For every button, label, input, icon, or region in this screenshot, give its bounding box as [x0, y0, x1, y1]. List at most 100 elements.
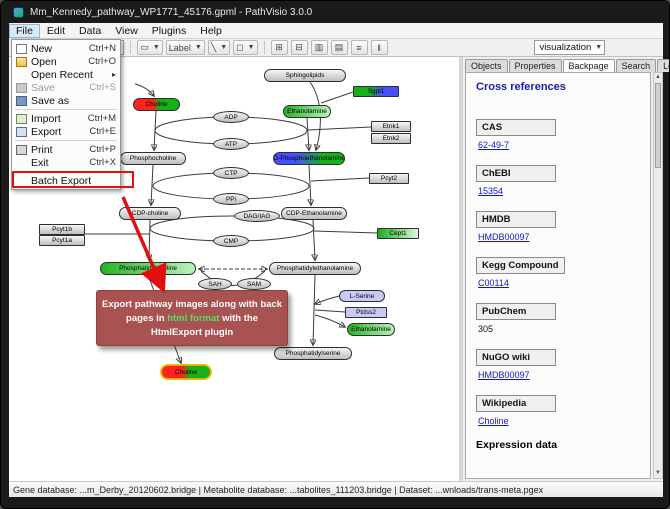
pathway-node-sah[interactable]: SAH	[198, 278, 232, 290]
stack-vertical-icon[interactable]: ≡	[350, 40, 368, 55]
selection-handle[interactable]	[161, 369, 162, 374]
pathway-node-pcyt1b[interactable]: Pcyt1b	[39, 224, 85, 235]
pathway-node-etnk2[interactable]: Etnk2	[371, 133, 411, 144]
toolbar-button-label[interactable]: Label▼	[165, 40, 205, 55]
xref-link[interactable]: 62-49-7	[478, 140, 510, 150]
file-menu-item-open-recent[interactable]: Open Recent▸	[12, 68, 120, 81]
pathway-node-cept1[interactable]: Cept1	[377, 228, 419, 239]
shape-tool-icon[interactable]: ◻▼	[233, 40, 258, 55]
pathway-node-phosphatidylcholine[interactable]: Phosphatidylcholine	[100, 262, 196, 275]
batch-export-highlight	[12, 171, 134, 188]
pathway-node-choline[interactable]: Choline	[133, 98, 180, 111]
side-panel: ObjectsPropertiesBackpageSearchLegend Cr…	[463, 57, 669, 481]
pathway-node-phosphatidylethanolamine[interactable]: Phosphatidylethanolamine	[269, 262, 361, 275]
menu-edit[interactable]: Edit	[46, 24, 66, 37]
menu-view[interactable]: View	[115, 24, 138, 37]
side-panel-tabs: ObjectsPropertiesBackpageSearchLegend	[463, 57, 669, 73]
menu-item-label: Save	[31, 81, 55, 94]
visualization-combo[interactable]: visualization▼	[533, 40, 606, 55]
pathway-node-sgpl1[interactable]: Sgpl1	[353, 86, 399, 97]
open-folder-icon	[16, 56, 27, 67]
pathway-node-etnk1[interactable]: Etnk1	[371, 121, 411, 132]
menu-file[interactable]: File	[9, 23, 40, 38]
chevron-down-icon[interactable]: ▼	[194, 44, 202, 51]
pathway-node-phosphatidylserine[interactable]: Phosphatidylserine	[274, 347, 352, 360]
scroll-down-icon[interactable]: ▼	[655, 470, 661, 476]
tab-properties[interactable]: Properties	[508, 59, 562, 72]
chevron-down-icon[interactable]: ▼	[595, 44, 603, 51]
pathway-node-l-serine[interactable]: L-Serine	[339, 290, 385, 302]
chevron-down-icon[interactable]: ▼	[220, 44, 228, 51]
pathway-node-ethanolamine[interactable]: Ethanolamine	[347, 323, 395, 336]
match-height-icon[interactable]: ▤	[330, 40, 348, 55]
toolbar-separator	[130, 41, 132, 54]
panel-splitter[interactable]	[459, 57, 463, 481]
menu-item-label: Print	[31, 143, 53, 156]
pathway-node-cdp-ethanolamine[interactable]: CDP-Ethanolamine	[281, 207, 347, 220]
pathway-node-sphingolipids[interactable]: Sphingolipids	[264, 69, 346, 82]
callout-text: HtmlExport plugin	[150, 326, 234, 338]
file-menu-item-batch-export[interactable]: Batch Export	[12, 174, 120, 187]
menu-plugins[interactable]: Plugins	[151, 24, 187, 37]
align-center-y-icon[interactable]: ⊟	[290, 40, 308, 55]
scrollbar-thumb[interactable]	[655, 83, 661, 168]
pathway-node-ctp[interactable]: CTP	[213, 167, 249, 179]
menu-data[interactable]: Data	[79, 24, 102, 37]
xref-link[interactable]: 15354	[478, 186, 504, 196]
file-menu-item-save-as[interactable]: Save as	[12, 94, 120, 107]
pathway-node-pcyt1a[interactable]: Pcyt1a	[39, 235, 85, 246]
pathway-node-o-phosphoethanolamine[interactable]: O-Phosphoethanolamine	[273, 152, 345, 165]
panel-scrollbar[interactable]: ▲ ▼	[653, 72, 663, 479]
pathway-node-cdp-choline[interactable]: CDP-choline	[119, 207, 181, 220]
none	[16, 70, 27, 80]
xref-link[interactable]: HMDB00097	[478, 232, 530, 242]
stack-horizontal-icon[interactable]: ‖	[370, 40, 388, 55]
title-bar: Mm_Kennedy_pathway_WP1771_45176.gpml - P…	[1, 1, 669, 23]
align-center-x-icon[interactable]: ⊞	[270, 40, 288, 55]
callout-text: pages in	[126, 312, 168, 324]
scroll-up-icon[interactable]: ▲	[655, 74, 661, 80]
pathway-node-choline[interactable]: Choline	[161, 365, 211, 379]
pathway-node-pcyt2[interactable]: Pcyt2	[369, 173, 409, 184]
pathway-node-atp[interactable]: ATP	[213, 138, 249, 150]
gene-product-tool-icon[interactable]: ▭▼	[137, 40, 163, 55]
line-tool-icon[interactable]: ╲▼	[207, 40, 231, 55]
datasource-label: CAS	[476, 119, 556, 136]
pathway-node-phosphocholine[interactable]: Phosphocholine	[120, 152, 186, 165]
line-tool-icon: ╲	[210, 42, 217, 52]
pathway-node-cmp[interactable]: CMP	[213, 235, 249, 247]
xref-link[interactable]: HMDB00097	[478, 370, 530, 380]
pathway-node-ppi[interactable]: PPi	[213, 193, 249, 205]
chevron-down-icon[interactable]: ▼	[152, 44, 160, 51]
tab-objects[interactable]: Objects	[465, 59, 508, 72]
selection-handle[interactable]	[183, 365, 188, 366]
pathway-node-dag-iag[interactable]: DAG/IAG	[234, 210, 280, 222]
xref-link[interactable]: Choline	[478, 416, 509, 426]
pathway-node-adp[interactable]: ADP	[213, 111, 249, 123]
datasource-label: Wikipedia	[476, 395, 556, 412]
selection-handle[interactable]	[161, 365, 162, 366]
selection-handle[interactable]	[210, 369, 211, 374]
xref-link[interactable]: C00114	[478, 278, 509, 288]
menu-help[interactable]: Help	[200, 24, 222, 37]
pathway-node-ethanolamine[interactable]: Ethanolamine	[283, 105, 331, 118]
pathway-node-sam[interactable]: SAM	[237, 278, 271, 290]
pathway-node-ptdss2[interactable]: Ptdss2	[345, 307, 387, 318]
tab-legend[interactable]: Legend	[657, 59, 669, 72]
tab-search[interactable]: Search	[615, 59, 657, 72]
tab-backpage[interactable]: Backpage	[562, 59, 615, 73]
selection-handle[interactable]	[183, 378, 188, 379]
chevron-down-icon[interactable]: ▼	[247, 44, 255, 51]
none	[16, 158, 27, 168]
match-width-icon[interactable]: ▥	[310, 40, 328, 55]
